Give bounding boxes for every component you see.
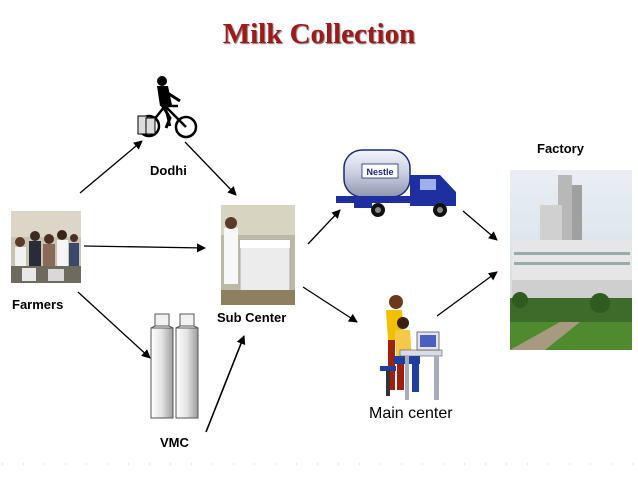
truck-logo-text: Nestle [366, 167, 393, 177]
slide-title: Milk Collection [222, 18, 416, 50]
arrow-farmers-to-dodhi [79, 140, 143, 194]
decorative-dot-line [2, 463, 636, 465]
label-main-center: Main center [369, 405, 453, 422]
label-factory: Factory [537, 141, 584, 156]
arrow-vmc-to-sub-center [205, 335, 246, 433]
arrow-main-center-to-factory [436, 271, 498, 317]
arrow-sub-center-to-truck [307, 209, 341, 245]
sub-center-photo [221, 205, 295, 305]
label-sub-center: Sub Center [217, 310, 287, 325]
arrow-truck-to-factory [462, 210, 498, 241]
arrow-farmers-to-sub-center [83, 243, 206, 253]
main-center-computer-icon [380, 295, 443, 400]
factory-photo [510, 170, 632, 350]
label-farmers: Farmers [12, 297, 64, 312]
label-vmc: VMC [160, 435, 189, 450]
vmc-silo-icon [150, 313, 199, 419]
arrow-sub-center-to-main-center [302, 286, 358, 323]
farmers-photo [11, 211, 81, 283]
dodhi-cyclist-icon [137, 76, 198, 139]
flow-arrows [77, 140, 498, 433]
arrow-dodhi-to-sub-center [184, 141, 237, 196]
label-dodhi: Dodhi [150, 163, 187, 178]
nestle-truck-icon: Nestle [336, 149, 456, 217]
arrow-farmers-to-vmc [77, 291, 151, 359]
